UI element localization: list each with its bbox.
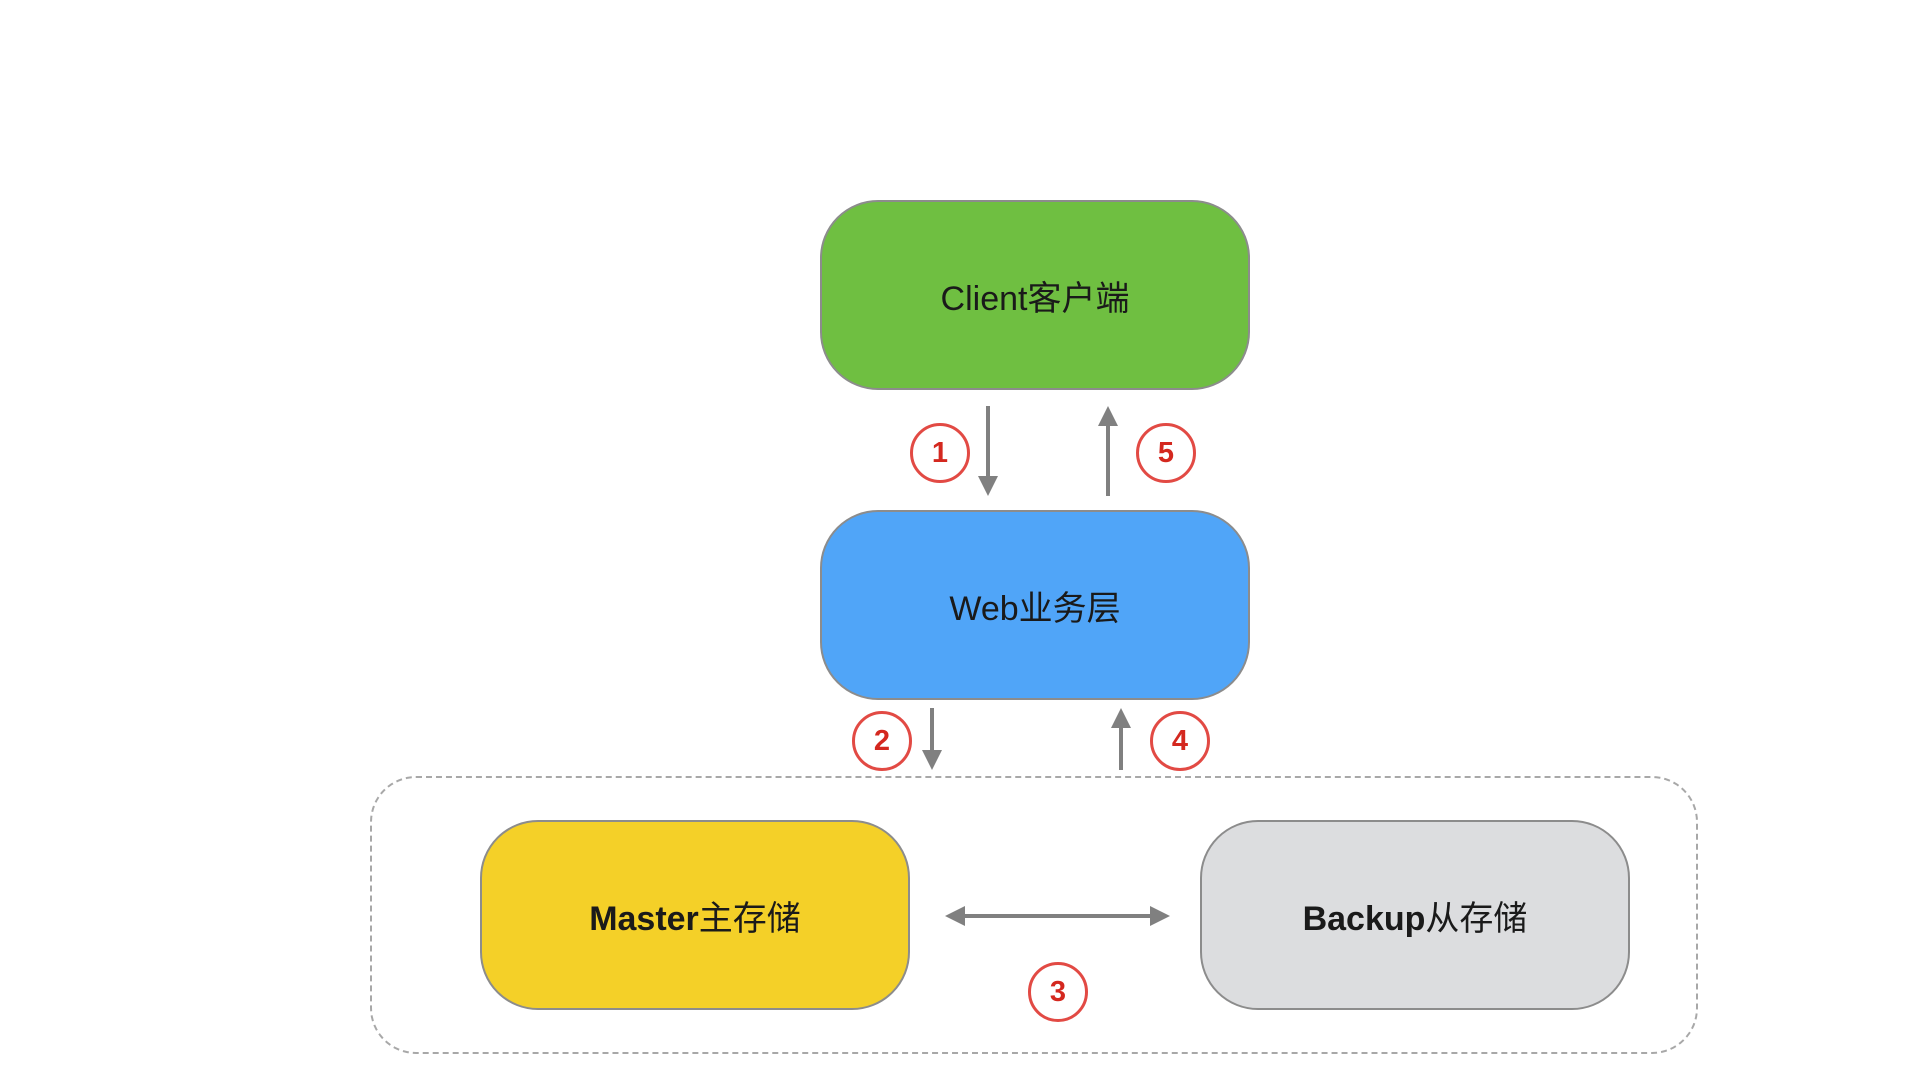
backup-storage-node-label: Backup从存储 <box>1303 891 1528 940</box>
step-badge-1: 1 <box>910 423 970 483</box>
step-badge-5: 5 <box>1136 423 1196 483</box>
arrowhead-client-to-web <box>978 476 998 496</box>
storage-group-boundary <box>370 776 1698 1054</box>
master-storage-label-rest: 主存储 <box>698 899 801 938</box>
step-badge-4: 4 <box>1150 711 1210 771</box>
step-badge-3: 3 <box>1028 962 1088 1022</box>
backup-storage-label-rest: 从存储 <box>1425 899 1528 938</box>
arrowhead-sync-right <box>1150 906 1170 926</box>
backup-storage-label-bold: Backup <box>1302 899 1426 938</box>
arrowhead-web-to-storage <box>922 750 942 770</box>
arrowhead-web-to-client <box>1098 406 1118 426</box>
master-storage-label-bold: Master <box>589 899 699 938</box>
client-node: Client客户端 <box>820 200 1250 390</box>
master-storage-node-label: Master主存储 <box>589 891 801 940</box>
arrowhead-sync-left <box>945 906 965 926</box>
master-storage-node: Master主存储 <box>480 820 910 1010</box>
web-layer-node-label: Web业务层 <box>949 589 1121 628</box>
web-layer-node: Web业务层 <box>820 510 1250 700</box>
step-badge-2: 2 <box>852 711 912 771</box>
backup-storage-node: Backup从存储 <box>1200 820 1630 1010</box>
arrowhead-storage-to-web <box>1111 708 1131 728</box>
client-node-label: Client客户端 <box>940 279 1130 318</box>
